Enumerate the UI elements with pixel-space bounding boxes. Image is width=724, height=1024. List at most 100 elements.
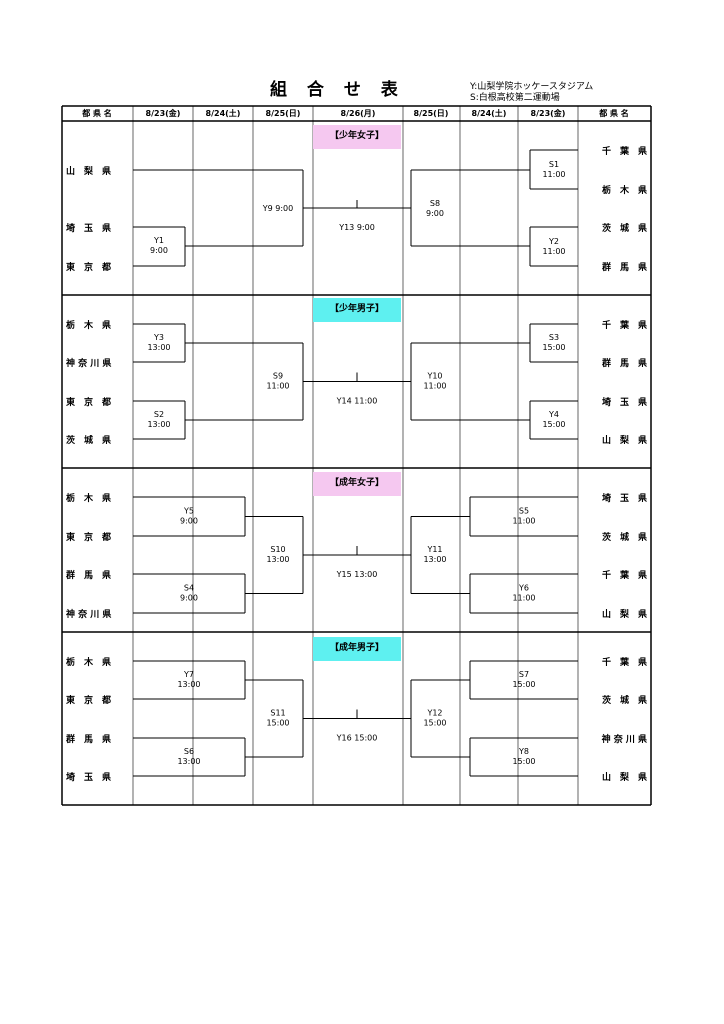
column-header: 都 県 名 (598, 108, 629, 118)
match-time: 9:00 (150, 246, 168, 255)
match-code: S3 (549, 333, 559, 342)
team-name: 山 梨 県 (602, 434, 647, 446)
team-name: 千 葉 県 (602, 656, 647, 668)
match-time: 15:00 (542, 343, 565, 352)
team-name: 埼 玉 県 (602, 492, 647, 504)
match-code: S10 (270, 545, 285, 554)
match-code: Y4 (548, 410, 559, 419)
team-name: 栃 木 県 (602, 184, 647, 196)
team-name: 埼 玉 県 (602, 396, 647, 408)
match-code: S8 (430, 199, 440, 208)
match-time: 13:00 (266, 555, 289, 564)
match-code: Y10 (426, 372, 442, 381)
match-code: Y11 (426, 545, 442, 554)
team-name: 千 葉 県 (602, 569, 647, 581)
team-name: 神 奈 川 県 (66, 608, 111, 620)
match-time: 13:00 (147, 343, 170, 352)
match-code: Y12 (426, 709, 442, 718)
team-name: 群 馬 県 (65, 569, 111, 581)
column-header: 8/23(金) (531, 108, 566, 118)
match-time: 9:00 (426, 209, 444, 218)
team-name: 群 馬 県 (601, 357, 647, 369)
match-label: Y15 13:00 (336, 570, 378, 579)
match-label: Y16 15:00 (336, 734, 378, 743)
match-time: 9:00 (180, 517, 198, 526)
match-time: 13:00 (177, 680, 200, 689)
team-name: 神 奈 川 県 (66, 357, 111, 369)
match-time: 13:00 (177, 757, 200, 766)
column-header: 8/23(金) (146, 108, 181, 118)
column-header: 都 県 名 (81, 108, 112, 118)
match-code: S5 (519, 507, 529, 516)
match-code: Y5 (183, 507, 194, 516)
match-time: 11:00 (423, 382, 446, 391)
match-time: 11:00 (542, 247, 565, 256)
match-code: S11 (270, 709, 285, 718)
team-name: 茨 城 県 (602, 222, 647, 234)
match-time: 13:00 (147, 420, 170, 429)
team-name: 東 京 都 (66, 396, 111, 408)
match-time: 15:00 (423, 719, 446, 728)
match-time: 15:00 (512, 680, 535, 689)
section-label-bg (313, 125, 401, 149)
match-time: 9:00 (180, 594, 198, 603)
match-time: 11:00 (266, 382, 289, 391)
page-title: 組 合 せ 表 (270, 80, 405, 100)
team-name: 千 葉 県 (602, 145, 647, 157)
section-label: 【成年女子】 (330, 476, 384, 488)
venue-legend-y: Y:山梨学院ホッケースタジアム (470, 82, 594, 92)
match-label: Y14 11:00 (336, 397, 378, 406)
match-code: Y2 (548, 237, 559, 246)
team-name: 神 奈 川 県 (602, 733, 647, 745)
team-name: 群 馬 県 (65, 733, 111, 745)
match-time: 15:00 (266, 719, 289, 728)
section-label: 【成年男子】 (330, 641, 384, 653)
match-code: Y6 (518, 584, 529, 593)
match-code: Y3 (153, 333, 164, 342)
team-name: 埼 玉 県 (66, 771, 111, 783)
match-code: S7 (519, 670, 529, 679)
match-code: S4 (184, 584, 194, 593)
team-name: 東 京 都 (66, 531, 111, 543)
match-code: S2 (154, 410, 164, 419)
match-time: 15:00 (512, 757, 535, 766)
team-name: 栃 木 県 (66, 656, 111, 668)
section-label-bg (313, 637, 401, 661)
team-name: 茨 城 県 (602, 694, 647, 706)
match-code: Y1 (153, 236, 164, 245)
team-name: 山 梨 県 (66, 165, 111, 177)
column-header: 8/25(日) (266, 109, 301, 118)
team-name: 埼 玉 県 (66, 222, 111, 234)
team-name: 栃 木 県 (66, 492, 111, 504)
section-label: 【少年男子】 (330, 302, 384, 314)
match-time: 11:00 (542, 170, 565, 179)
match-label: Y13 9:00 (338, 223, 375, 232)
section-label-bg (313, 298, 401, 322)
team-name: 山 梨 県 (602, 608, 647, 620)
venue-legend-s: S:白根高校第二運動場 (470, 93, 560, 103)
team-name: 山 梨 県 (602, 771, 647, 783)
section-label: 【少年女子】 (330, 129, 384, 141)
match-time: 11:00 (512, 517, 535, 526)
match-time: 13:00 (423, 555, 446, 564)
team-name: 茨 城 県 (602, 531, 647, 543)
match-time: 15:00 (542, 420, 565, 429)
match-code: S1 (549, 160, 559, 169)
match-code: Y7 (183, 670, 194, 679)
team-name: 東 京 都 (66, 261, 111, 273)
team-name: 茨 城 県 (66, 434, 111, 446)
match-code: Y8 (518, 747, 529, 756)
match-label: Y9 9:00 (262, 204, 293, 213)
column-header: 8/24(土) (206, 108, 241, 118)
match-time: 11:00 (512, 594, 535, 603)
column-header: 8/25(日) (414, 109, 449, 118)
team-name: 千 葉 県 (602, 319, 647, 331)
team-name: 東 京 都 (66, 694, 111, 706)
match-code: S6 (184, 747, 194, 756)
match-code: S9 (273, 372, 283, 381)
section-label-bg (313, 472, 401, 496)
team-name: 栃 木 県 (66, 319, 111, 331)
column-header: 8/26(月) (341, 109, 376, 118)
column-header: 8/24(土) (472, 108, 507, 118)
